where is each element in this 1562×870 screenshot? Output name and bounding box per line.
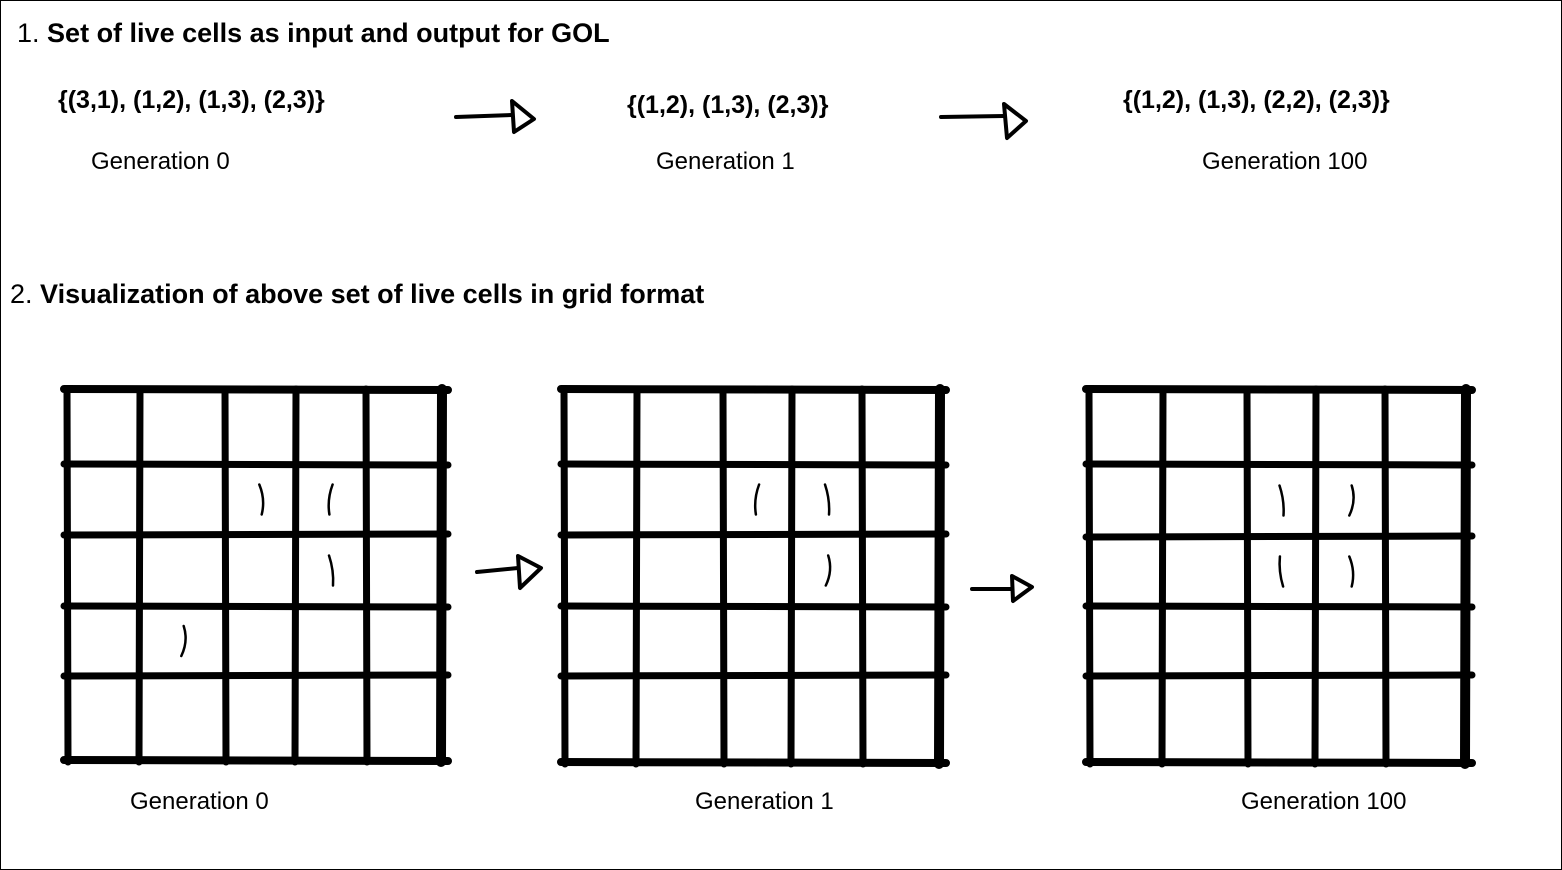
generation-1-grid-label: Generation 1 xyxy=(695,788,834,815)
grid-line-vertical xyxy=(1311,385,1320,768)
grid-line-vertical xyxy=(436,384,447,767)
live-cell-mark xyxy=(180,624,187,658)
live-cell-mark xyxy=(327,483,334,516)
grid-line-vertical xyxy=(1460,384,1471,769)
grid-line-horizontal xyxy=(557,460,950,469)
grid-line-horizontal xyxy=(60,385,452,394)
live-cell-mark xyxy=(1278,555,1285,588)
section-2-number: 2. xyxy=(10,279,33,309)
grid-line-horizontal xyxy=(60,530,452,539)
grid-line-vertical xyxy=(858,385,867,768)
generation-100-set-label: Generation 100 xyxy=(1202,148,1368,175)
grid-line-horizontal xyxy=(1082,385,1476,394)
live-cell-mark xyxy=(1348,484,1355,517)
section-1-heading: 1. Set of live cells as input and output… xyxy=(17,18,610,49)
grid-line-vertical xyxy=(291,385,300,766)
generation-0-set: {(3,1), (1,2), (1,3), (2,3)} xyxy=(58,86,325,114)
grid-line-horizontal xyxy=(1082,460,1476,469)
section-2-title: Visualization of above set of live cells… xyxy=(40,279,705,309)
grid-line-horizontal xyxy=(1082,671,1476,680)
grid-line-vertical xyxy=(362,385,371,766)
section-2-heading: 2. Visualization of above set of live ce… xyxy=(10,279,704,310)
grid-line-horizontal xyxy=(60,460,452,469)
grid-line-horizontal xyxy=(60,756,452,765)
grid-line-vertical xyxy=(787,385,796,768)
generation-1-set-label: Generation 1 xyxy=(656,148,795,175)
arrow-icon xyxy=(475,554,543,590)
grid-line-vertical xyxy=(63,385,72,766)
generation-0-set-label: Generation 0 xyxy=(91,148,230,175)
live-cell-mark xyxy=(327,554,335,587)
generation-100-grid-label: Generation 100 xyxy=(1241,788,1407,815)
live-cell-mark xyxy=(823,483,831,516)
grid-line-horizontal xyxy=(557,671,950,680)
generation-1-set: {(1,2), (1,3), (2,3)} xyxy=(627,91,829,119)
grid-line-horizontal xyxy=(1082,532,1476,541)
grid-line-horizontal xyxy=(557,385,950,394)
grid-line-vertical xyxy=(632,385,641,768)
grid-line-vertical xyxy=(1085,385,1094,768)
live-cell-mark xyxy=(753,483,761,516)
grid-line-vertical xyxy=(221,385,230,766)
grid-line-vertical xyxy=(135,385,144,766)
grid-line-vertical xyxy=(1381,385,1390,768)
section-1-title: Set of live cells as input and output fo… xyxy=(47,18,610,48)
grid-line-horizontal xyxy=(1082,758,1476,767)
arrow-icon xyxy=(454,99,536,134)
live-cell-mark xyxy=(258,483,265,516)
grid-line-horizontal xyxy=(60,671,452,680)
section-1-number: 1. xyxy=(17,18,40,48)
live-cell-mark xyxy=(1348,555,1355,588)
grid-line-horizontal xyxy=(60,602,452,611)
live-cell-mark xyxy=(1278,484,1285,517)
grid-2 xyxy=(1082,384,1476,769)
grid-line-vertical xyxy=(1243,385,1252,768)
grid-line-vertical xyxy=(934,384,945,769)
arrow-icon xyxy=(970,574,1034,603)
grid-line-horizontal xyxy=(557,602,950,611)
grid-line-horizontal xyxy=(557,758,950,767)
grid-1 xyxy=(557,384,950,769)
generation-0-grid-label: Generation 0 xyxy=(130,788,269,815)
grid-0 xyxy=(60,384,452,767)
grid-line-horizontal xyxy=(557,530,950,539)
grid-line-vertical xyxy=(560,385,569,768)
generation-100-set: {(1,2), (1,3), (2,2), (2,3)} xyxy=(1123,86,1390,114)
arrow-icon xyxy=(939,102,1028,140)
live-cell-mark xyxy=(824,554,832,587)
grid-line-vertical xyxy=(1158,385,1167,768)
grid-line-vertical xyxy=(719,385,728,768)
grid-line-horizontal xyxy=(1082,602,1476,611)
